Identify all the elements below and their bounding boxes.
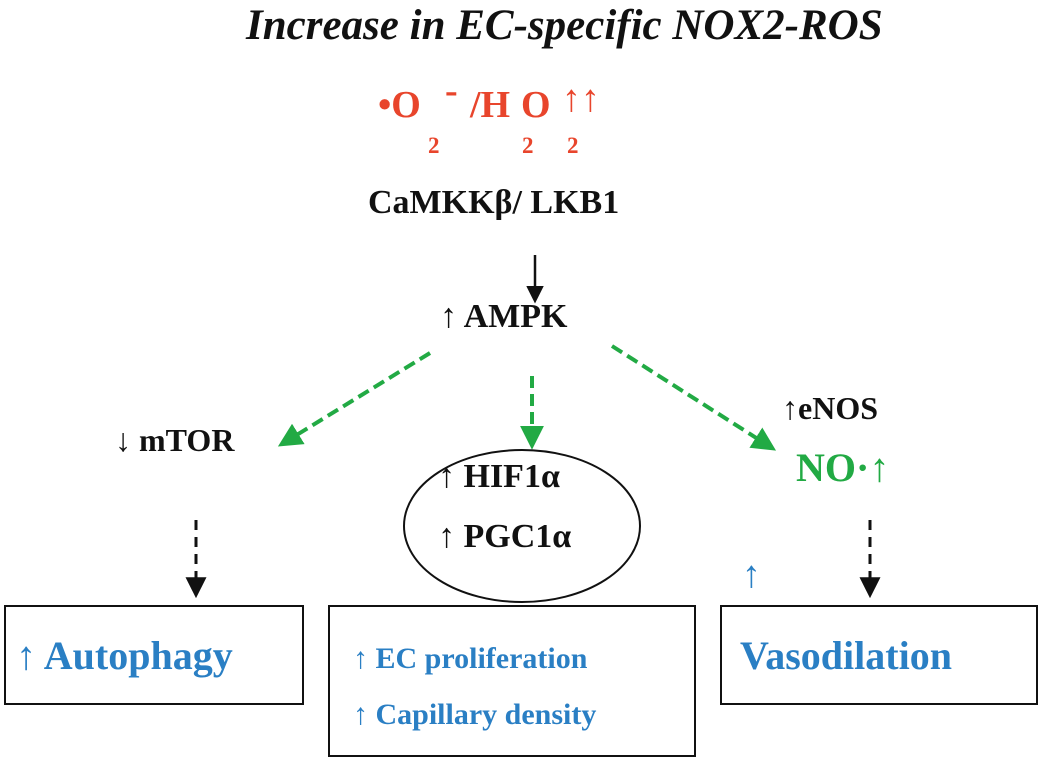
arrow-ampk-to-mtor xyxy=(277,351,432,447)
vasodilation-up-arrow: ↑ xyxy=(742,554,761,596)
autophagy-label: ↑ Autophagy xyxy=(16,633,233,678)
ros-subscript-3: 2 xyxy=(567,133,579,158)
mtor-label: ↓ mTOR xyxy=(115,422,235,458)
hif-label: ↑ HIF1α xyxy=(438,458,560,495)
capillary-density-label: ↑ Capillary density xyxy=(353,698,597,731)
diagram-title: Increase in EC-specific NOX2-ROS xyxy=(246,2,883,49)
ros-o: O xyxy=(521,84,551,126)
vasodilation-box xyxy=(720,605,1038,705)
ec-proliferation-label: ↑ EC proliferation xyxy=(353,642,588,675)
autophagy-box xyxy=(4,605,304,705)
ros-dot-o: •O xyxy=(378,84,421,126)
ros-slash-h: /H xyxy=(470,84,511,126)
kinases-label: CaMKKβ/ LKB1 xyxy=(368,184,620,221)
ros-up-arrows: ↑↑ xyxy=(562,78,600,120)
pgc-label: ↑ PGC1α xyxy=(438,518,572,555)
no-label: NO·↑ xyxy=(796,445,890,490)
hif-pgc-ellipse xyxy=(403,449,641,603)
ampk-label: ↑ AMPK xyxy=(440,298,568,335)
arrow-ampk-to-enos xyxy=(610,344,777,451)
ros-subscript-2: 2 xyxy=(522,133,534,158)
ec-proliferation-box xyxy=(328,605,696,757)
enos-label: ↑eNOS xyxy=(782,390,878,426)
ros-subscript-1: 2 xyxy=(428,133,440,158)
vasodilation-label: Vasodilation xyxy=(740,633,952,678)
ros-minus: - xyxy=(445,70,458,112)
